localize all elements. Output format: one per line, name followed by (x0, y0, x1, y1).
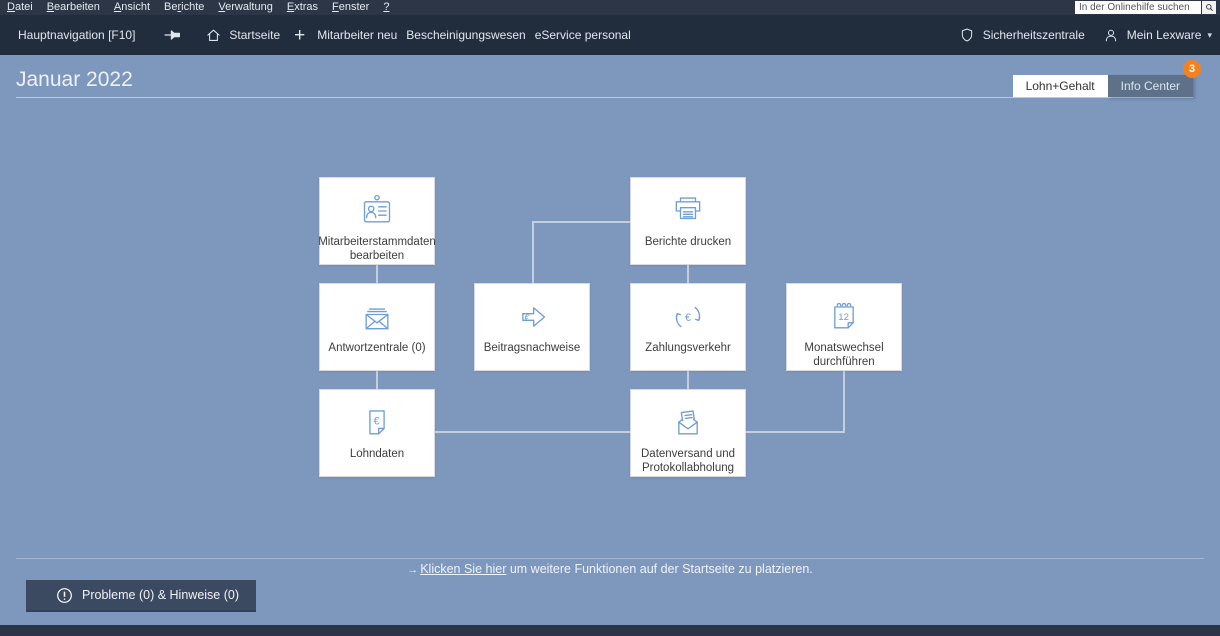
open-envelope-icon (667, 403, 709, 443)
tab-info-center[interactable]: Info Center (1107, 75, 1193, 97)
connector-line (532, 221, 534, 283)
shield-icon[interactable] (959, 26, 975, 44)
flow-box-berichte-drucken[interactable]: Berichte drucken (630, 177, 746, 265)
connector-line (687, 265, 689, 283)
euro-arrow-icon: € (511, 297, 553, 337)
arrow-icon: → (407, 564, 419, 576)
connector-line (746, 431, 845, 433)
flow-box-antwortzentrale[interactable]: Antwortzentrale (0) (319, 283, 435, 371)
calendar-12-icon: 12 (823, 297, 865, 337)
flow-box-label: Lohndaten (349, 448, 405, 460)
euro-cycle-icon: € (667, 297, 709, 337)
flow-box-beitragsnachweise[interactable]: € Beitragsnachweise (474, 283, 590, 371)
sicherheitszentrale-button[interactable]: Sicherheitszentrale (982, 28, 1085, 42)
hauptnavigation-button[interactable]: Hauptnavigation [F10] (18, 28, 136, 42)
info-center-badge: 3 (1183, 60, 1201, 78)
toolbar-links: Mitarbeiter neu Bescheinigungswesen eServi… (317, 28, 631, 42)
pin-icon[interactable] (163, 27, 183, 43)
flowchart: Mitarbeiterstammdaten bearbeiten Berichte… (0, 55, 1220, 625)
user-icon[interactable] (1103, 27, 1119, 44)
connector-line (376, 371, 378, 389)
connector-line (376, 265, 378, 283)
connector-line (687, 371, 689, 389)
euro-document-icon: € (356, 403, 398, 443)
flow-box-label: Zahlungsverkehr (645, 342, 731, 354)
menu-item-verwaltung[interactable]: Verwaltung (218, 1, 273, 13)
menubar-items: Datei Bearbeiten Ansicht Berichte Verwaltung… (0, 0, 396, 15)
chevron-down-icon: ▾ (1207, 29, 1212, 40)
menu-item-bearbeiten[interactable]: Bearbeiten (46, 1, 100, 13)
flow-box-datenversand[interactable]: Datenversand und Protokollabholung (630, 389, 746, 477)
problems-label: Probleme (0) & Hinweise (0) (82, 588, 239, 602)
view-tabs: Lohn+Gehalt Info Center (1012, 75, 1193, 97)
exclamation-circle-icon (57, 587, 72, 603)
menubar: Datei Bearbeiten Ansicht Berichte Verwaltung… (0, 0, 1220, 15)
flow-box-label: Datenversand und Protokollabholung (641, 448, 735, 475)
flow-box-label: Antwortzentrale (0) (328, 342, 426, 354)
search-button[interactable] (1202, 1, 1216, 14)
flow-box-label: Mitarbeiterstammdaten bearbeiten (318, 236, 436, 263)
svg-text:€: € (374, 415, 380, 427)
menu-item-berichte[interactable]: Berichte (164, 1, 205, 13)
page-title: Januar 2022 (16, 68, 133, 91)
footer-hint: →Klicken Sie hier um weitere Funktionen … (0, 562, 1220, 576)
toolbar-link-2[interactable]: eService personal (534, 28, 631, 42)
footer-divider (16, 558, 1204, 559)
toolbar-link-1[interactable]: Bescheinigungswesen (406, 28, 526, 42)
klicken-sie-hier-link[interactable]: Klicken Sie hier (420, 562, 507, 576)
tab-lohn-gehalt[interactable]: Lohn+Gehalt (1012, 75, 1108, 97)
svg-text:€: € (524, 313, 529, 323)
flow-box-zahlungsverkehr[interactable]: € Zahlungsverkehr (630, 283, 746, 371)
connector-line (843, 371, 845, 432)
toolbar: Hauptnavigation [F10] Startseite + Mitar… (0, 15, 1220, 55)
svg-text:12: 12 (838, 312, 849, 323)
flow-box-label: Berichte drucken (644, 236, 732, 248)
flow-box-mitarbeiterstammdaten[interactable]: Mitarbeiterstammdaten bearbeiten (318, 177, 436, 265)
mein-lexware-menu[interactable]: Mein Lexware (1126, 28, 1202, 42)
menu-item-hilfe[interactable]: ? (383, 1, 390, 13)
menu-item-extras[interactable]: Extras (286, 1, 319, 13)
menu-item-datei[interactable]: Datei (7, 1, 33, 13)
search-icon (1205, 3, 1214, 12)
flow-box-label: Beitragsnachweise (483, 342, 581, 354)
toolbar-link-0[interactable]: Mitarbeiter neu (317, 28, 398, 42)
menu-item-ansicht[interactable]: Ansicht (113, 1, 151, 13)
flow-box-lohndaten[interactable]: € Lohndaten (319, 389, 435, 477)
tab-startseite[interactable]: Startseite (229, 28, 281, 42)
home-icon[interactable] (205, 27, 222, 44)
menu-item-fenster[interactable]: Fenster (332, 1, 370, 13)
search-input[interactable] (1075, 1, 1201, 14)
plus-icon[interactable]: + (294, 24, 306, 46)
bottom-bar (0, 625, 1220, 636)
envelope-stack-icon (356, 297, 398, 337)
flow-box-label: Monatswechsel durchführen (804, 342, 884, 369)
connector-line (532, 221, 630, 223)
main-area: Januar 2022 Lohn+Gehalt Info Center 3 Mi… (0, 55, 1220, 625)
title-divider (16, 97, 1193, 98)
svg-text:€: € (685, 312, 691, 324)
problems-bar[interactable]: Probleme (0) & Hinweise (0) (26, 580, 256, 612)
connector-line (435, 431, 630, 433)
footer-hint-text: um weitere Funktionen auf der Startseite… (506, 562, 813, 576)
printer-icon (667, 191, 709, 231)
id-card-icon (356, 191, 398, 231)
onlinehilfe-search (1075, 1, 1216, 14)
